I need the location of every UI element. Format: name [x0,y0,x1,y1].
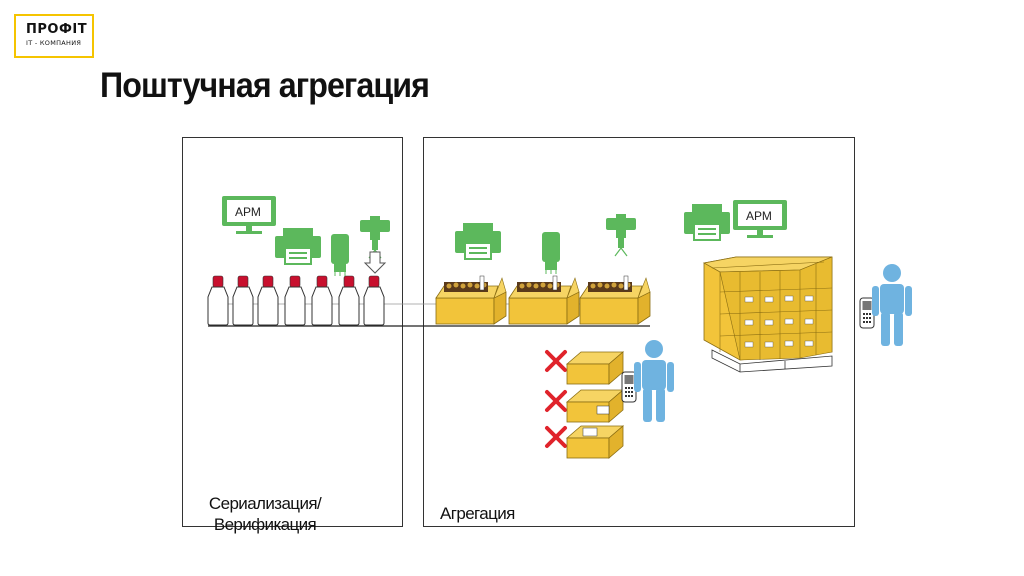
box-icon [580,276,650,324]
person-icon [634,340,674,422]
handheld-scanner-icon [622,372,636,402]
reject-cross-icon [547,392,565,410]
monitor-icon: АРМ [222,196,276,234]
pallet-icon [704,257,832,372]
bottle-row [208,276,384,325]
bottle-icon [208,276,228,325]
bottle-icon [312,276,332,325]
printer-icon [275,228,321,264]
bottle-icon [339,276,359,325]
workstation-label: АРМ [746,209,772,223]
bottle-icon [258,276,278,325]
scanner-icon [331,234,349,276]
down-arrow-icon [365,252,385,273]
bottle-icon [364,276,384,325]
applicator-icon [606,214,636,256]
reject-cross-icon [547,428,565,446]
box-icon [567,426,623,458]
serialization-label: Сериализация/ Верификация [190,493,340,535]
person-icon [872,264,912,346]
reject-cross-icon [547,352,565,370]
bottle-icon [233,276,253,325]
printer-icon [455,223,501,259]
monitor-icon: АРМ [733,200,787,238]
box-icon [436,276,506,324]
box-icon [567,352,623,384]
handheld-scanner-icon [860,298,874,328]
printer-icon [684,204,730,240]
bottle-icon [285,276,305,325]
workstation-label: АРМ [235,205,261,219]
box-icon [509,276,579,324]
scanner-icon [542,232,560,274]
aggregation-label: Агрегация [440,503,515,524]
box-icon [567,390,623,422]
